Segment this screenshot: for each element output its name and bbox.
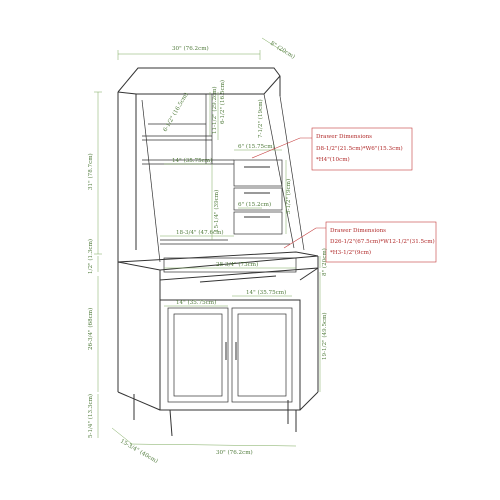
top-width-label: 30" (76.2cm) (172, 45, 209, 52)
drawer-upper-line1: D8-1/2"(21.5cm)*W6"(15.3cm) (316, 145, 403, 152)
shelf-small-height-label: 6-1/2" (16.5cm) (219, 80, 226, 124)
shelf-lower-height-label: 6-1/2" (16.5cm) (162, 91, 190, 133)
shelf-mid-height-label: 11-1/2" (29.2cm) (211, 86, 218, 134)
door-width-left-label: 14" (35.75cm) (176, 299, 216, 306)
bottom-width-label: 30" (76.2cm) (216, 449, 253, 456)
drawer-height-label: 3-1/2" (9cm) (285, 179, 292, 214)
callout-lines (251, 127, 437, 263)
drawer-block-width-label: 6" (15.75cm) (238, 143, 275, 150)
drawer-gap-label: 6" (15.2cm) (238, 201, 271, 208)
upper-depth-right-label: 7-1/2" (19cm) (257, 99, 264, 138)
upper-drawers (233, 159, 283, 235)
door-width-right-label: 14" (35.75cm) (246, 289, 286, 296)
legs (133, 394, 297, 437)
leg-height-label: 5-1/4" (13.3cm) (87, 394, 94, 438)
right-lower-height-label: 19-1/2" (49.5cm) (321, 312, 328, 360)
side-height-label: 8" (20cm) (321, 248, 328, 276)
drawer-lower-line1: D26-1/2"(67.5cm)*W12-1/2"(31.5cm) (330, 238, 435, 245)
drawer-upper-line2: *H4"(10cm) (316, 156, 350, 163)
total-height-label: 31" (78.7cm) (87, 153, 94, 190)
left-open-width-label: 14" (35.75cm) (172, 157, 212, 164)
base-top (117, 251, 319, 300)
dimension-lines (94, 37, 321, 447)
hutch-outline (117, 67, 305, 263)
open-height-label: 15-1/4" (39cm) (213, 190, 220, 232)
counter-width-label: 28-3/4" (73cm) (216, 261, 258, 268)
drawer-lower-line2: *H3-1/2"(9cm) (330, 249, 371, 256)
drawer-upper-title: Drawer Dimensions (316, 134, 372, 140)
bottom-depth-label: 15-3/4" (40cm) (119, 438, 159, 465)
counter-gap-label: 1/2" (1.3cm) (87, 239, 94, 274)
top-depth-label: 8" (20cm) (269, 40, 296, 61)
drawer-lower-title: Drawer Dimensions (330, 228, 386, 234)
mid-width-label: 18-3/4" (47.6cm) (176, 229, 224, 236)
base-cabinet (117, 262, 319, 411)
cabinet-height-label: 26-3/4" (68cm) (87, 308, 94, 350)
